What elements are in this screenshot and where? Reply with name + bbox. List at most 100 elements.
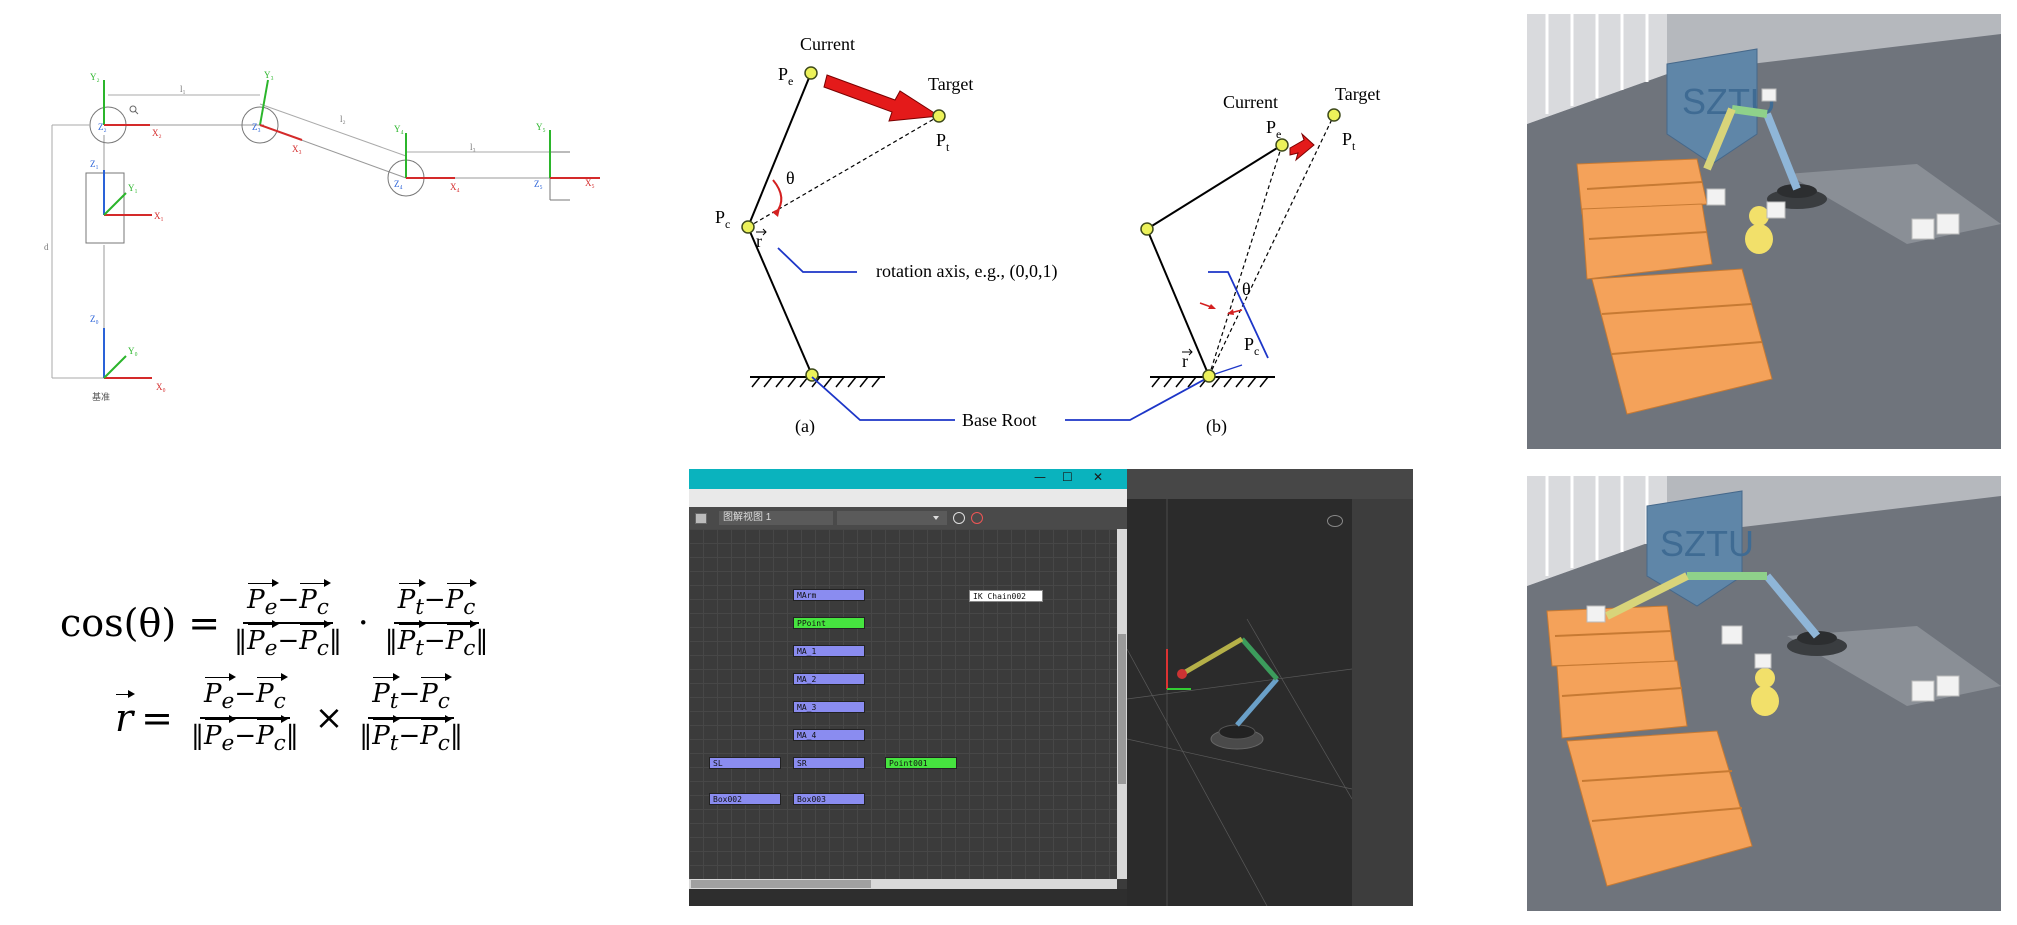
b-r-vector-arrow xyxy=(1182,348,1193,356)
link-l2-label: l₂ xyxy=(340,114,346,124)
b-pt-label: Pt xyxy=(1342,129,1356,153)
link-l3-label: l₃ xyxy=(470,142,476,152)
close-button[interactable]: ✕ xyxy=(1093,470,1104,484)
node-ma4[interactable]: MA_4 xyxy=(793,729,865,741)
frame3-z-label: Z₃ xyxy=(252,122,261,132)
unity-scene-bottom: SZTU xyxy=(1527,476,2001,911)
frame0-y-label: Y₀ xyxy=(128,346,138,356)
link-l1-label: l₁ xyxy=(180,84,186,94)
b-r-label: r xyxy=(1182,351,1188,371)
maximize-button[interactable]: ☐ xyxy=(1062,470,1073,484)
frame1-x-label: X₁ xyxy=(154,211,164,221)
view-icon[interactable] xyxy=(695,513,707,524)
frame0-z-label: Z₀ xyxy=(90,314,99,324)
base-root-label: Base Root xyxy=(962,410,1037,430)
a-r-vector-arrow xyxy=(756,228,767,236)
base-label: 基准 xyxy=(92,391,110,402)
status-bar xyxy=(689,889,1127,906)
ik-ccd-figure-panel: Current Target Pe Pt Pc θ r (a) xyxy=(690,20,1410,450)
formula-r-equals: = xyxy=(141,695,174,740)
frame4-x-label: X₄ xyxy=(450,182,460,192)
formula-cos-row: cos(θ) = Pe−Pc ‖Pe−Pc‖ · Pt−Pc ‖Pt−Pc‖ xyxy=(60,578,520,662)
view-dropdown[interactable] xyxy=(837,511,947,525)
node-box002[interactable]: Box002 xyxy=(709,793,781,805)
horizontal-scroll-thumb[interactable] xyxy=(691,880,871,888)
menu-bar xyxy=(689,489,1127,507)
chevron-down-icon xyxy=(933,516,939,520)
formula-dot: · xyxy=(357,603,369,644)
node-ik-chain[interactable]: IK Chain002 xyxy=(969,590,1043,602)
link-d-label: d xyxy=(44,242,49,252)
figure-a: Current Target Pe Pt Pc θ r (a) xyxy=(715,34,973,437)
horizontal-scrollbar[interactable] xyxy=(689,879,1117,889)
frame4-z-label: Z₄ xyxy=(394,179,403,189)
fraction-pe-pc-2: Pe−Pc ‖Pe−Pc‖ xyxy=(191,673,299,756)
frame0-x-label: X₀ xyxy=(156,382,166,392)
b-pe-label: Pe xyxy=(1266,117,1281,141)
sign-text-bottom: SZTU xyxy=(1660,523,1754,564)
node-ppoint[interactable]: PPoint xyxy=(793,617,865,629)
node-point001[interactable]: Point001 xyxy=(885,757,957,769)
frame1-z-label: Z₁ xyxy=(90,159,99,169)
a-current-label: Current xyxy=(800,34,855,54)
frame3-x-label: X₃ xyxy=(292,144,302,154)
frame2-x-label: X₂ xyxy=(152,128,162,138)
arm-schematic-panel: Z₀ X₀ Y₀ Z₁ X₁ Y₁ Z₂ X₂ Y₂ Z₃ X₃ Y₃ Z₄ X… xyxy=(40,60,620,410)
a-theta-label: θ xyxy=(786,168,795,188)
frame5-z-label: Z₅ xyxy=(534,179,543,189)
frame3-y-label: Y₃ xyxy=(264,70,274,80)
schematic-toolbar: 图解视图 1 xyxy=(689,507,1127,529)
viewport-scene-svg xyxy=(1127,499,1352,906)
schematic-view-window: — ☐ ✕ 图解视图 1 MArm PPoint MA_1 MA_2 MA_3 … xyxy=(689,469,1127,906)
b-theta-label: θ xyxy=(1242,279,1251,299)
view-name-field[interactable]: 图解视图 1 xyxy=(719,511,833,525)
b-caption: (b) xyxy=(1206,416,1227,437)
figure-b: Current Target Pe Pt Pc θ r (b) rotation… xyxy=(811,84,1380,437)
b-target-label: Target xyxy=(1335,84,1380,104)
unity-scene-top-svg: SZTU xyxy=(1527,14,2001,449)
a-r-label: r xyxy=(756,231,762,251)
fraction-pt-pc: Pt−Pc ‖Pt−Pc‖ xyxy=(384,578,489,662)
fraction-pe-pc: Pe−Pc ‖Pe−Pc‖ xyxy=(234,578,342,662)
viewcube-icon[interactable] xyxy=(1327,515,1343,527)
frame2-y-label: Y₂ xyxy=(90,72,100,82)
frame2-z-label: Z₂ xyxy=(98,122,107,132)
command-panel xyxy=(1352,499,1413,906)
formula-cos-lhs: cos(θ) = xyxy=(60,601,221,646)
minimize-button[interactable]: — xyxy=(1034,470,1046,484)
frame4-y-label: Y₄ xyxy=(394,124,404,134)
node-sr[interactable]: SR xyxy=(793,757,865,769)
frame5-x-label: X₅ xyxy=(585,178,595,188)
vertical-scrollbar[interactable] xyxy=(1117,529,1127,879)
formula-r-row: r = Pe−Pc ‖Pe−Pc‖ × Pt−Pc ‖Pt−Pc‖ xyxy=(115,673,520,756)
magnifier-icon xyxy=(129,105,139,115)
node-sl[interactable]: SL xyxy=(709,757,781,769)
window-title-bar[interactable]: — ☐ ✕ xyxy=(689,469,1127,489)
formula-cross: × xyxy=(314,697,344,738)
node-ma2[interactable]: MA_2 xyxy=(793,673,865,685)
formula-r-lhs: r xyxy=(115,689,136,740)
a-pe-label: Pe xyxy=(778,64,793,88)
node-marm[interactable]: MArm xyxy=(793,589,865,601)
viewport-3d[interactable] xyxy=(1127,469,1413,906)
fraction-pt-pc-2: Pt−Pc ‖Pt−Pc‖ xyxy=(359,673,463,756)
frame1-y-label: Y₁ xyxy=(128,183,138,193)
unity-scene-top: SZTU xyxy=(1527,14,2001,449)
arm-schematic-svg: Z₀ X₀ Y₀ Z₁ X₁ Y₁ Z₂ X₂ Y₂ Z₃ X₃ Y₃ Z₄ X… xyxy=(44,70,600,402)
minus-circle-icon[interactable] xyxy=(953,512,965,524)
b-pc-label: Pc xyxy=(1244,334,1259,358)
a-pt-label: Pt xyxy=(936,130,950,154)
a-caption: (a) xyxy=(795,416,815,437)
node-box003[interactable]: Box003 xyxy=(793,793,865,805)
node-ma3[interactable]: MA_3 xyxy=(793,701,865,713)
a-target-label: Target xyxy=(928,74,973,94)
schematic-canvas[interactable]: MArm PPoint MA_1 MA_2 MA_3 MA_4 SL SR Po… xyxy=(689,529,1117,879)
close-circle-icon[interactable] xyxy=(971,512,983,524)
node-ma1[interactable]: MA_1 xyxy=(793,645,865,657)
viewport-toolbar xyxy=(1127,469,1413,499)
rotation-axis-label: rotation axis, e.g., (0,0,1) xyxy=(876,261,1057,282)
vertical-scroll-thumb[interactable] xyxy=(1118,634,1126,784)
unity-scene-bottom-svg: SZTU xyxy=(1527,476,2001,911)
a-pc-label: Pc xyxy=(715,207,730,231)
formula-block: cos(θ) = Pe−Pc ‖Pe−Pc‖ · Pt−Pc ‖Pt−Pc‖ r… xyxy=(60,578,520,805)
